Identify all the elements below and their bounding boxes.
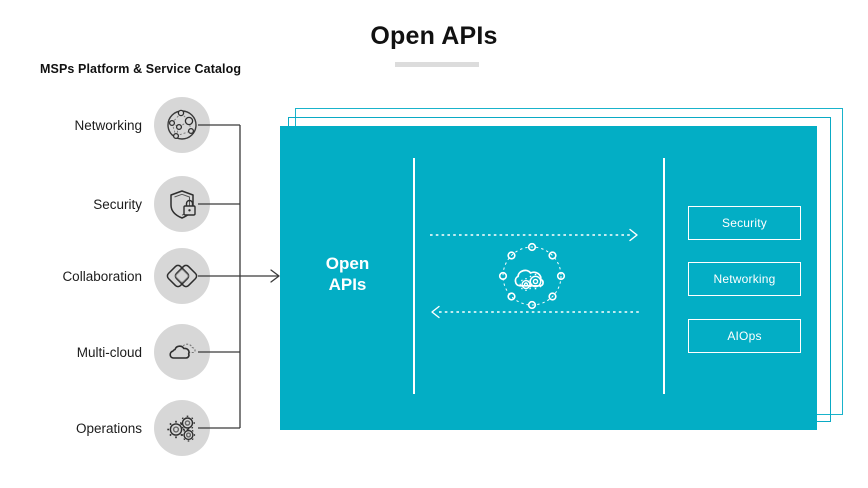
catalog-item-collaboration[interactable]: Collaboration xyxy=(0,247,210,305)
open-apis-panel xyxy=(280,126,817,430)
page-title: Open APIs xyxy=(370,22,498,50)
capability-box-security[interactable]: Security xyxy=(688,206,801,240)
catalog-item-multi-cloud[interactable]: Multi-cloud xyxy=(0,323,210,381)
capability-label: AIOps xyxy=(727,329,762,343)
gears-icon xyxy=(154,400,210,456)
open-apis-label-line2: APIs xyxy=(328,275,367,294)
panel-divider-right xyxy=(663,158,665,394)
catalog-item-label: Security xyxy=(93,196,142,212)
open-apis-label: Open APIs xyxy=(305,253,390,295)
capability-label: Networking xyxy=(713,272,776,286)
catalog-item-label: Collaboration xyxy=(62,268,142,284)
dotted-arrow-right-icon xyxy=(430,228,638,242)
clouds-icon xyxy=(154,324,210,380)
catalog-item-label: Operations xyxy=(75,420,142,436)
capability-box-networking[interactable]: Networking xyxy=(688,262,801,296)
catalog-item-operations[interactable]: Operations xyxy=(0,399,210,457)
diamonds-icon xyxy=(154,248,210,304)
network-nodes-icon xyxy=(154,97,210,153)
title-underline-rule xyxy=(395,62,479,67)
catalog-item-security[interactable]: Security xyxy=(0,175,210,233)
capability-box-aiops[interactable]: AIOps xyxy=(688,319,801,353)
catalog-item-label: Networking xyxy=(74,117,142,133)
catalog-title: MSPs Platform & Service Catalog xyxy=(40,62,242,76)
cloud-gears-network-icon xyxy=(498,242,566,310)
capability-label: Security xyxy=(722,216,767,230)
open-apis-label-line1: Open xyxy=(325,254,370,273)
panel-divider-left xyxy=(413,158,415,394)
catalog-item-networking[interactable]: Networking xyxy=(0,96,210,154)
dotted-arrow-left-icon xyxy=(431,305,639,319)
catalog-item-label: Multi-cloud xyxy=(76,344,142,360)
shield-lock-icon xyxy=(154,176,210,232)
